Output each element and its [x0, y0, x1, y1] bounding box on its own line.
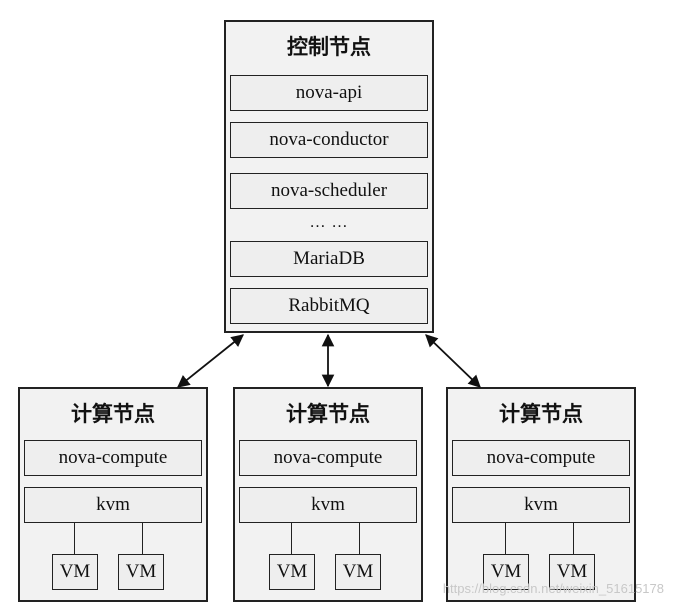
nova-conductor-box: nova-conductor: [230, 122, 428, 158]
compute-node-title: 计算节点: [71, 401, 155, 426]
watermark-text: https://blog.csdn.net/weixin_51615178: [442, 581, 664, 596]
kvm-vm-connector: [573, 523, 574, 554]
arrow-control-to-compute-3: [425, 334, 481, 388]
arrow-control-to-compute-1: [177, 334, 244, 388]
kvm-vm-connector: [359, 523, 360, 554]
control-node: 控制节点 nova-api nova-conductor nova-schedu…: [224, 20, 434, 333]
nova-api-box: nova-api: [230, 75, 428, 111]
kvm-box: kvm: [24, 487, 202, 523]
vm-box: VM: [335, 554, 381, 590]
nova-scheduler-box: nova-scheduler: [230, 173, 428, 209]
control-node-title: 控制节点: [287, 34, 371, 59]
compute-node-3: 计算节点 nova-compute kvm VM VM: [446, 387, 636, 602]
mariadb-box: MariaDB: [230, 241, 428, 277]
nova-compute-box: nova-compute: [24, 440, 202, 476]
kvm-vm-connector: [505, 523, 506, 554]
rabbitmq-box: RabbitMQ: [230, 288, 428, 324]
nova-compute-box: nova-compute: [452, 440, 630, 476]
vm-box: VM: [483, 554, 529, 590]
vm-box: VM: [52, 554, 98, 590]
vm-box: VM: [269, 554, 315, 590]
kvm-box: kvm: [452, 487, 630, 523]
kvm-vm-connector: [142, 523, 143, 554]
nova-compute-box: nova-compute: [239, 440, 417, 476]
kvm-vm-connector: [291, 523, 292, 554]
kvm-box: kvm: [239, 487, 417, 523]
vm-box: VM: [118, 554, 164, 590]
compute-node-1: 计算节点 nova-compute kvm VM VM: [18, 387, 208, 602]
compute-node-title: 计算节点: [286, 401, 370, 426]
kvm-vm-connector: [74, 523, 75, 554]
compute-node-2: 计算节点 nova-compute kvm VM VM: [233, 387, 423, 602]
compute-node-title: 计算节点: [499, 401, 583, 426]
vm-box: VM: [549, 554, 595, 590]
more-components-ellipsis: … …: [309, 214, 349, 231]
